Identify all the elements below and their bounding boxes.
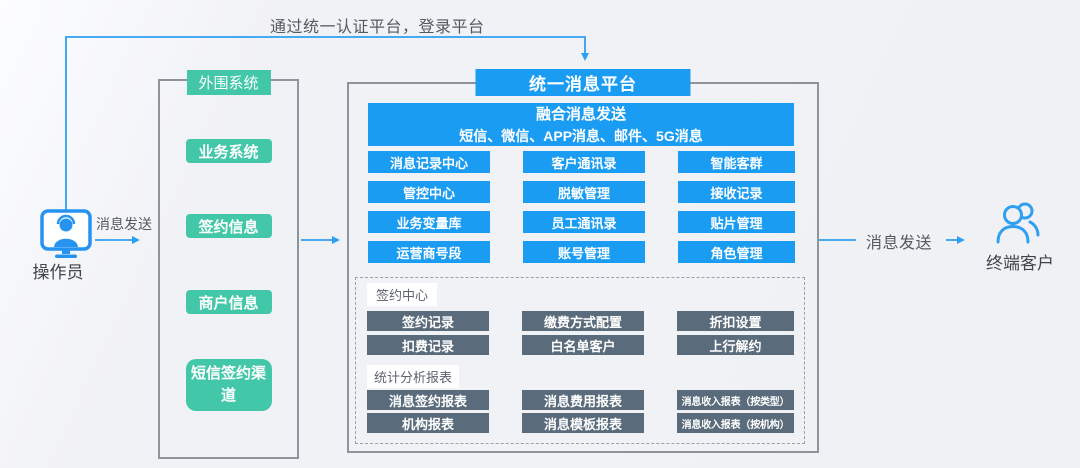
platform-title: 统一消息平台 xyxy=(475,69,691,96)
client-send-label: 消息发送 xyxy=(866,235,933,252)
peripheral-item-sms-sign-channel: 短信签约渠道 xyxy=(185,359,272,411)
module-customer-contacts: 客户通讯录 xyxy=(523,151,645,173)
module-staff-contacts: 员工通讯录 xyxy=(523,211,645,233)
peripheral-item-business-system: 业务系统 xyxy=(185,139,272,163)
peripheral-systems-title: 外围系统 xyxy=(186,70,271,95)
module-receive-records: 接收记录 xyxy=(678,181,795,203)
sign-item-payment-config: 缴费方式配置 xyxy=(522,311,644,331)
module-smart-groups: 智能客群 xyxy=(678,151,795,173)
auth-flow-label: 通过统一认证平台，登录平台 xyxy=(270,19,485,36)
operator-monitor-icon xyxy=(40,209,92,258)
banner-line1: 融合消息发送 xyxy=(535,106,626,123)
fusion-message-banner: 融合消息发送 短信、微信、APP消息、邮件、5G消息 xyxy=(368,103,794,146)
module-sticker-mgmt: 贴片管理 xyxy=(678,211,795,233)
operator-label: 操作员 xyxy=(32,263,84,282)
report-income-by-type: 消息收入报表（按类型） xyxy=(677,390,794,410)
banner-line2: 短信、微信、APP消息、邮件、5G消息 xyxy=(459,128,703,144)
sign-item-uplink-unsubscribe: 上行解约 xyxy=(677,335,794,355)
peripheral-systems-box: 外围系统 业务系统 签约信息 商户信息 短信签约渠道 xyxy=(158,70,299,459)
module-desensitization-mgmt: 脱敏管理 xyxy=(523,181,645,203)
module-account-mgmt: 账号管理 xyxy=(523,241,645,263)
sign-center-grid: 签约记录 缴费方式配置 折扣设置 扣费记录 白名单客户 上行解约 xyxy=(367,311,794,355)
module-business-variables: 业务变量库 xyxy=(368,211,490,233)
operator-send-label: 消息发送 xyxy=(96,216,152,232)
peripheral-item-merchant-info: 商户信息 xyxy=(185,290,272,314)
report-grid: 消息签约报表 消息费用报表 消息收入报表（按类型） 机构报表 消息模板报表 消息… xyxy=(367,390,794,433)
sign-item-discount-config: 折扣设置 xyxy=(677,311,794,331)
end-users-label: 终端客户 xyxy=(986,254,1054,273)
platform-box: 统一消息平台 融合消息发送 短信、微信、APP消息、邮件、5G消息 消息记录中心… xyxy=(347,69,819,453)
report-income-by-org: 消息收入报表（按机构） xyxy=(677,413,794,433)
sign-center-title: 签约中心 xyxy=(367,283,437,306)
module-control-center: 管控中心 xyxy=(368,181,490,203)
module-message-record-center: 消息记录中心 xyxy=(368,151,490,173)
module-grid: 消息记录中心 客户通讯录 智能客群 管控中心 脱敏管理 接收记录 业务变量库 员… xyxy=(368,151,795,263)
end-users-icon xyxy=(996,202,1040,244)
sign-item-deduction-records: 扣费记录 xyxy=(367,335,489,355)
report-section-title: 统计分析报表 xyxy=(367,365,459,388)
module-role-mgmt: 角色管理 xyxy=(678,241,795,263)
sign-and-report-section: 签约中心 签约记录 缴费方式配置 折扣设置 扣费记录 白名单客户 上行解约 统计… xyxy=(355,277,805,444)
report-organization: 机构报表 xyxy=(367,413,489,433)
sign-item-whitelist-customers: 白名单客户 xyxy=(522,335,644,355)
report-message-template: 消息模板报表 xyxy=(522,413,644,433)
module-carrier-number-segments: 运营商号段 xyxy=(368,241,490,263)
peripheral-item-sign-info: 签约信息 xyxy=(185,214,272,238)
sign-item-sign-records: 签约记录 xyxy=(367,311,489,331)
report-message-sign: 消息签约报表 xyxy=(367,390,489,410)
report-message-fee: 消息费用报表 xyxy=(522,390,644,410)
